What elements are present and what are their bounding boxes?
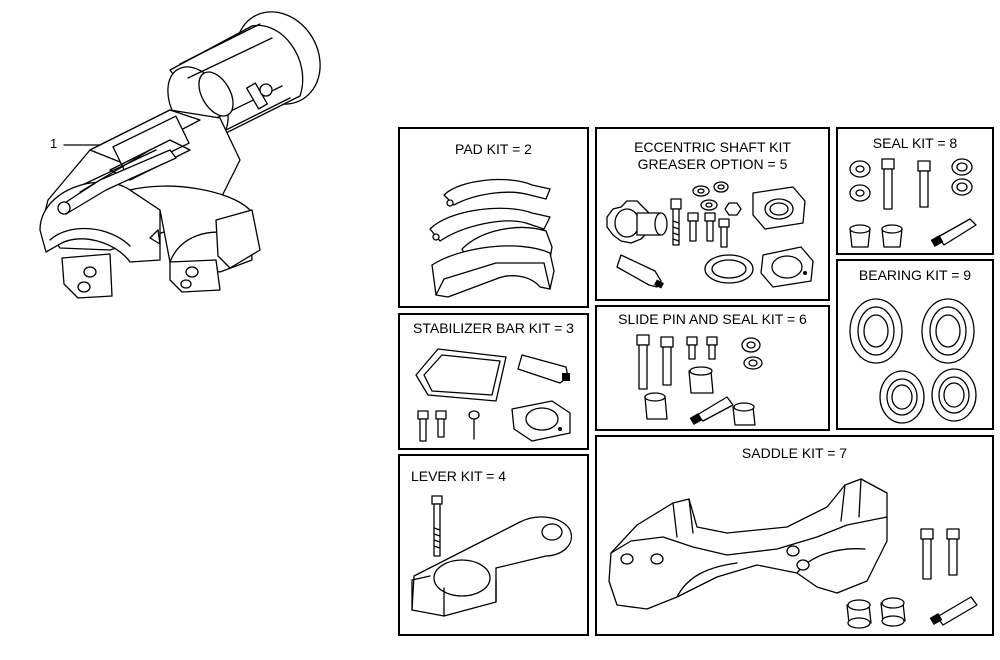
stabilizer-bar-kit-illustration — [415, 348, 571, 442]
callout-label-1: 1 — [50, 136, 58, 151]
eccentric-shaft-kit-illustration — [606, 181, 814, 289]
saddle-kit-illustration — [608, 478, 978, 629]
kit-title-stabilizer-bar: STABILIZER BAR KIT = 3 — [413, 320, 574, 336]
kit-panel-stabilizer-bar: STABILIZER BAR KIT = 3 — [398, 313, 589, 450]
kit-panel-seal: SEAL KIT = 8 — [836, 127, 994, 255]
kit-title-eccentric-shaft: ECCENTRIC SHAFT KIT GREASER OPTION = 5 — [634, 139, 791, 172]
kit-title-saddle: SADDLE KIT = 7 — [741, 445, 848, 461]
kit-title-bearing: BEARING KIT = 9 — [858, 267, 972, 283]
lever-kit-illustration — [411, 495, 572, 617]
kit-panel-bearing: BEARING KIT = 9 — [836, 259, 994, 430]
kit-panel-saddle: SADDLE KIT = 7 — [595, 435, 994, 636]
kit-title-slide-pin: SLIDE PIN AND SEAL KIT = 6 — [618, 311, 807, 327]
kit-panel-eccentric-shaft: ECCENTRIC SHAFT KIT GREASER OPTION = 5 — [595, 127, 830, 301]
slide-pin-kit-illustration — [636, 334, 763, 426]
bearing-kit-illustration — [849, 298, 977, 424]
kit-title-pad: PAD KIT = 2 — [455, 141, 532, 157]
kit-panel-lever: LEVER KIT = 4 — [398, 454, 589, 636]
kit-title-seal: SEAL KIT = 8 — [872, 135, 958, 151]
seal-kit-illustration — [849, 158, 977, 248]
brake-assembly-illustration — [39, 11, 321, 299]
kit-panel-slide-pin: SLIDE PIN AND SEAL KIT = 6 — [595, 305, 830, 431]
kit-panel-pad: PAD KIT = 2 — [398, 127, 589, 308]
pad-kit-illustration — [429, 178, 555, 298]
kit-title-lever: LEVER KIT = 4 — [410, 468, 507, 484]
